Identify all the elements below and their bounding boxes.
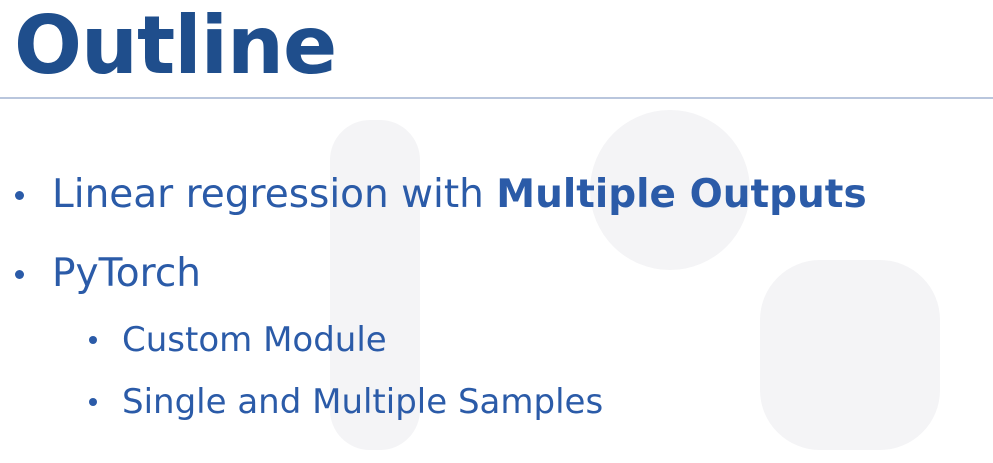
sub-bullet-text: Single and Multiple Samples [122,382,604,422]
sub-bullet-item-custom-module: Custom Module [89,320,387,360]
bullet-dot-icon [15,191,24,200]
bullet-emphasis: Multiple Outputs [496,172,867,217]
slide-title: Outline [14,0,337,92]
sub-bullet-dot-icon [89,398,97,406]
sub-bullet-item-samples: Single and Multiple Samples [89,382,604,422]
bullet-dot-icon [15,270,24,279]
sub-bullet-dot-icon [89,336,97,344]
sub-bullet-text: Custom Module [122,320,387,360]
background-shape [330,120,420,450]
background-shape [760,260,940,450]
background-shape [590,110,750,270]
bullet-text: Linear regression with [52,172,497,217]
bullet-item-linear-regression: Linear regression with Multiple Outputs [15,172,867,218]
title-divider [0,97,993,99]
bullet-item-pytorch: PyTorch [15,251,201,297]
bullet-text: PyTorch [52,251,201,296]
